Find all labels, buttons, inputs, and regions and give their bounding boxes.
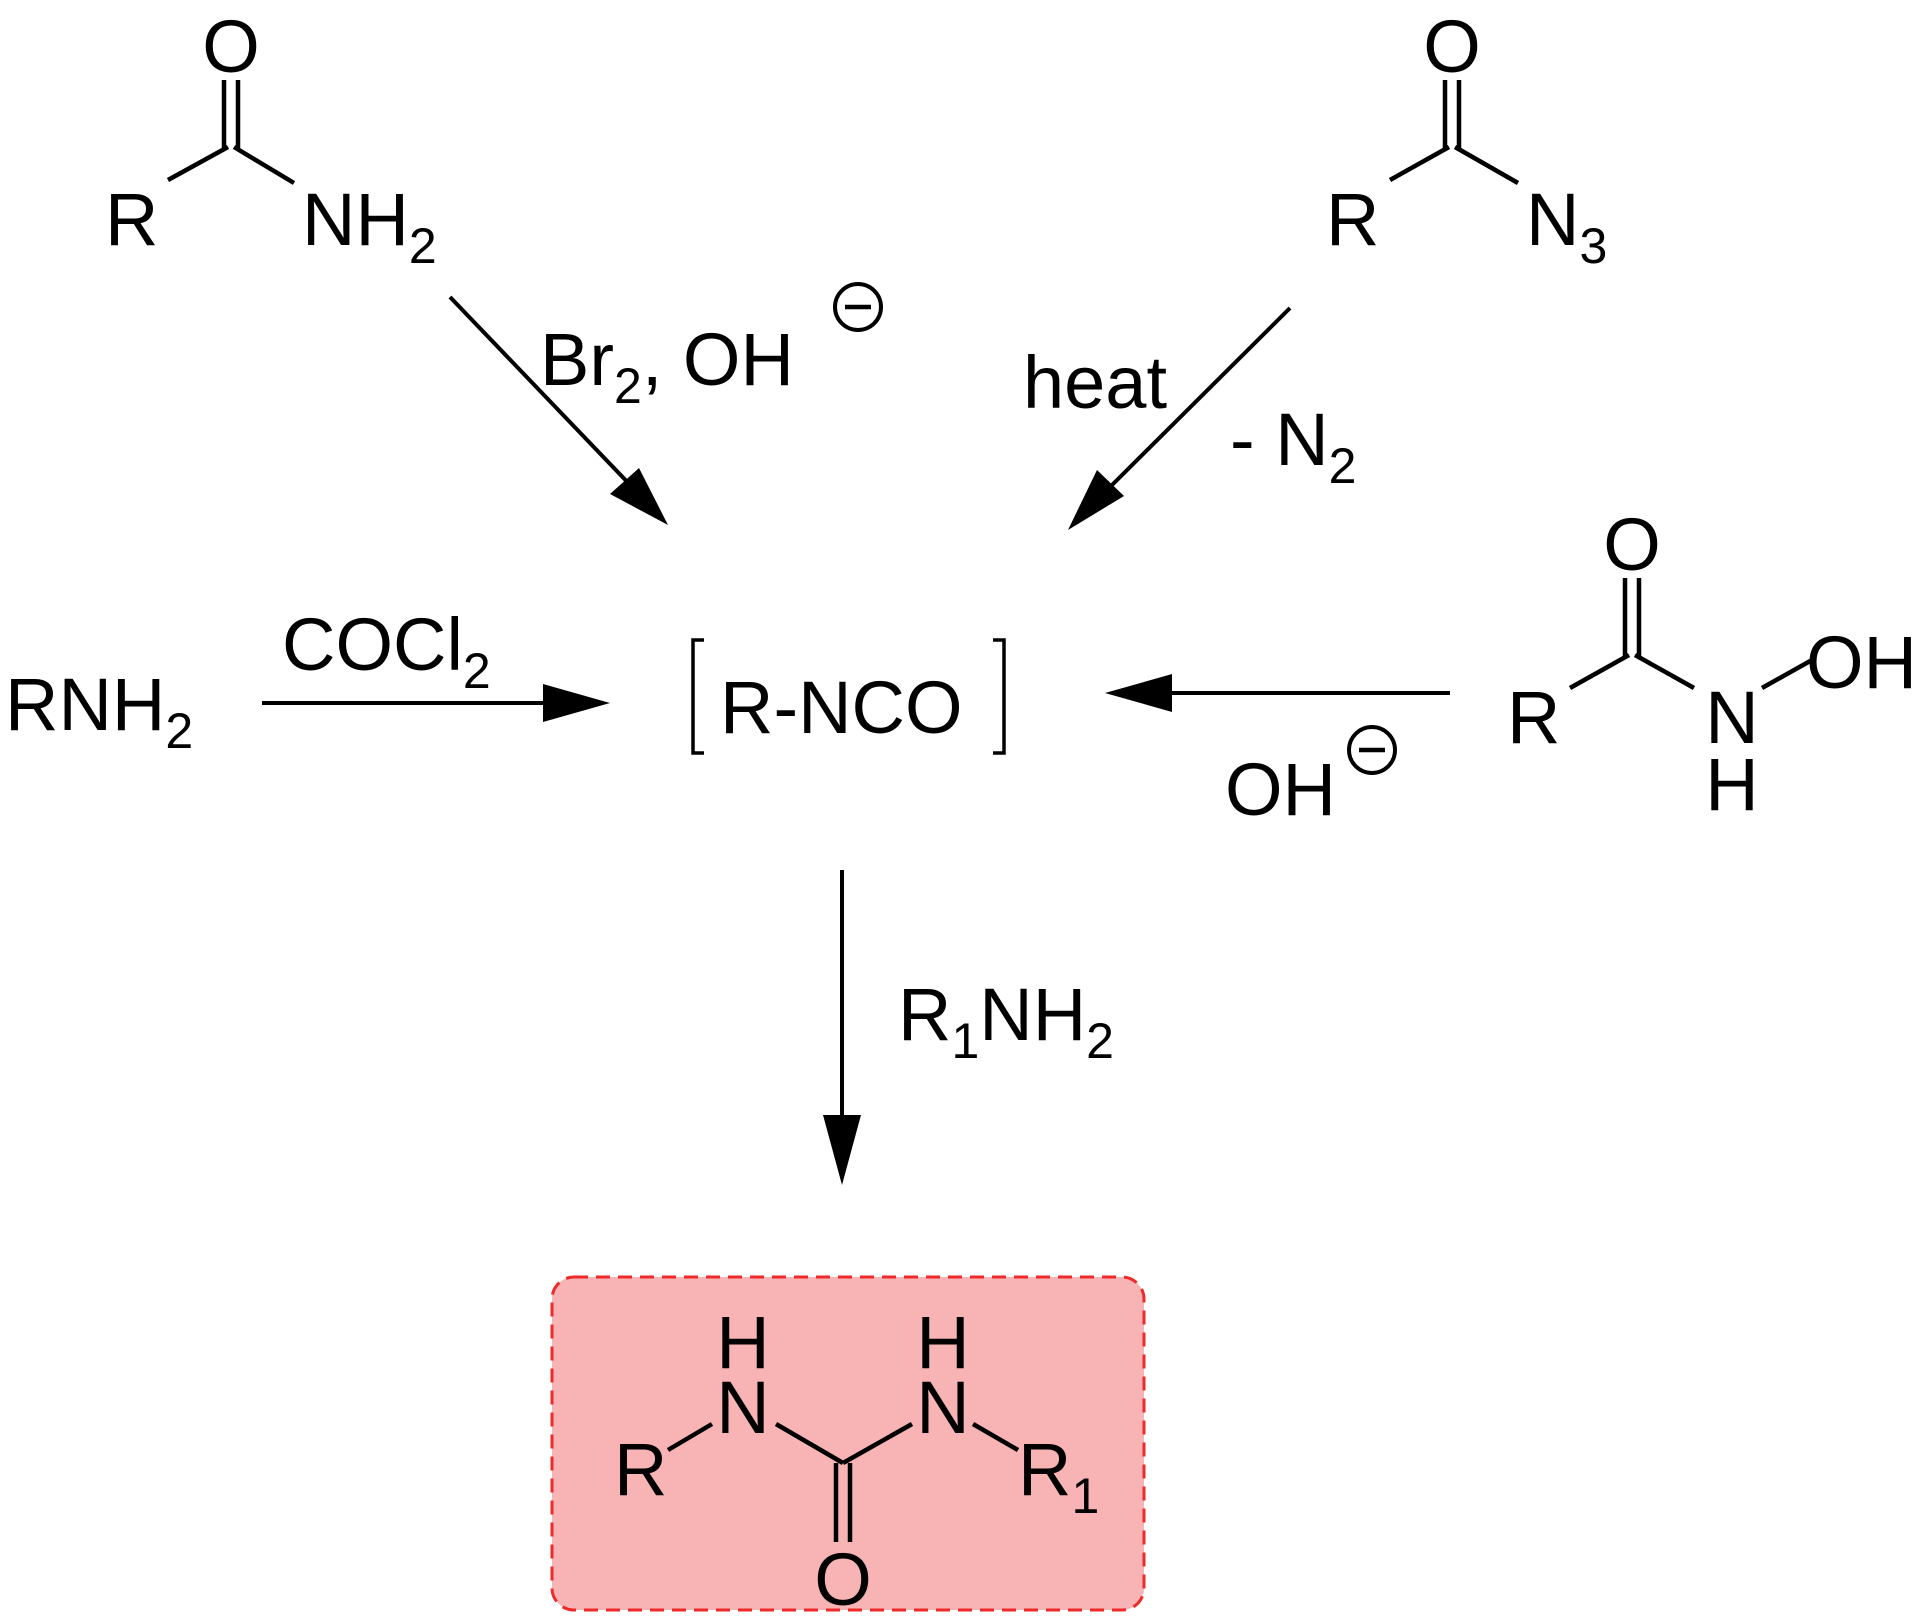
- amide-nh2: NH2: [302, 178, 437, 274]
- amide-oxygen: O: [202, 5, 260, 88]
- urea-product: H N R H N R1 O: [550, 1275, 1146, 1620]
- hofmann-br-text: Br: [540, 318, 614, 401]
- acyl-azide-molecule: O R N3: [1326, 5, 1607, 274]
- amide-molecule: O R NH2: [105, 5, 437, 274]
- amine-start-sub: 2: [165, 703, 193, 759]
- hydroxamic-no-bond: [1760, 658, 1814, 690]
- curtius-reagent: heat - N2: [1023, 341, 1356, 494]
- urea-oxygen: O: [814, 1538, 872, 1620]
- urea-n-right: N: [916, 1366, 969, 1449]
- phosgene-text: COCl: [282, 603, 463, 686]
- urea-n-left: N: [716, 1366, 769, 1449]
- isocyanate-text: R-NCO: [720, 666, 963, 749]
- urea-rn-bond: [666, 1422, 714, 1452]
- urea-h-left: H: [716, 1301, 769, 1384]
- hofmann-arrow: [448, 295, 668, 525]
- urea-arrow-head: [823, 1115, 861, 1185]
- amide-nh-sub: 2: [409, 218, 437, 274]
- isocyanate-left-bracket: [691, 638, 704, 755]
- hofmann-br-sub: 2: [614, 358, 642, 414]
- hydroxamic-oxygen: O: [1603, 503, 1661, 586]
- azide-n-text: N: [1526, 178, 1579, 261]
- azide-n3: N3: [1526, 178, 1607, 274]
- phosgene-arrow: [262, 684, 610, 722]
- urea-r-left: R: [614, 1428, 667, 1511]
- hydroxamic-r-bond: [1568, 653, 1631, 690]
- curtius-arrow: [1068, 306, 1292, 530]
- urea-nc-right-bond: [841, 1422, 914, 1465]
- lossen-arrow: [1105, 674, 1450, 712]
- lossen-arrow-head: [1105, 674, 1172, 712]
- phosgene-reagent: COCl2: [282, 603, 491, 699]
- curtius-arrow-line: [1098, 306, 1292, 499]
- amide-nh-text: NH: [302, 178, 409, 261]
- urea-nr1-bond: [971, 1422, 1020, 1452]
- urea-product-highlight: [550, 1275, 1146, 1612]
- amide-r-bond: [166, 145, 230, 182]
- hofmann-oh-text: , OH: [642, 318, 794, 401]
- urea-formation-arrow: [823, 870, 861, 1185]
- hydroxamic-nh-h: H: [1705, 743, 1758, 826]
- amine-starting-material: RNH2: [5, 663, 193, 759]
- hydroxamic-r-group: R: [1507, 676, 1560, 759]
- hydroxamic-cn-bond: [1633, 653, 1696, 690]
- azide-n-sub: 3: [1579, 218, 1607, 274]
- amine-reagent: R1NH2: [898, 973, 1114, 1069]
- azide-oxygen: O: [1423, 5, 1481, 88]
- azide-r-bond: [1388, 145, 1451, 182]
- amine-reagent-r: R: [898, 973, 951, 1056]
- hofmann-arrow-head: [610, 468, 668, 525]
- isocyanate-intermediate: R-NCO: [691, 638, 1006, 755]
- curtius-n2-loss: - N2: [1230, 398, 1356, 494]
- lossen-oh-text: OH: [1225, 748, 1336, 831]
- phosgene-sub: 2: [463, 643, 491, 699]
- amide-cn-bond: [232, 145, 296, 185]
- hydroxamic-oh: OH: [1806, 621, 1917, 704]
- amine-start-text: RNH: [5, 663, 165, 746]
- hydroxamic-n: N: [1705, 676, 1758, 759]
- lossen-reagent: OH: [1225, 725, 1397, 831]
- azide-cn-bond: [1453, 145, 1520, 185]
- curtius-n2-sub: 2: [1329, 438, 1357, 494]
- hofmann-reagent-text: Br2, OH: [540, 318, 794, 414]
- amine-reagent-r-sub: 1: [951, 1013, 979, 1069]
- hofmann-reagent: Br2, OH: [540, 282, 883, 414]
- urea-nc-left-bond: [774, 1422, 845, 1465]
- urea-r1-text: R: [1018, 1428, 1071, 1511]
- amine-reagent-nh: NH: [979, 973, 1086, 1056]
- urea-h-right: H: [916, 1301, 969, 1384]
- amide-r-group: R: [105, 178, 158, 261]
- urea-r1-sub: 1: [1071, 1468, 1099, 1524]
- azide-r-group: R: [1326, 178, 1379, 261]
- hydroxamic-acid-molecule: O R N H OH: [1507, 503, 1917, 826]
- urea-r1: R1: [1018, 1428, 1099, 1524]
- hofmann-arrow-line: [448, 295, 637, 492]
- curtius-arrow-head: [1068, 470, 1124, 530]
- phosgene-arrow-head: [543, 684, 610, 722]
- curtius-heat: heat: [1023, 341, 1167, 424]
- amine-reagent-nh-sub: 2: [1086, 1013, 1114, 1069]
- curtius-n2-text: - N: [1230, 398, 1329, 481]
- isocyanate-right-bracket: [993, 638, 1006, 755]
